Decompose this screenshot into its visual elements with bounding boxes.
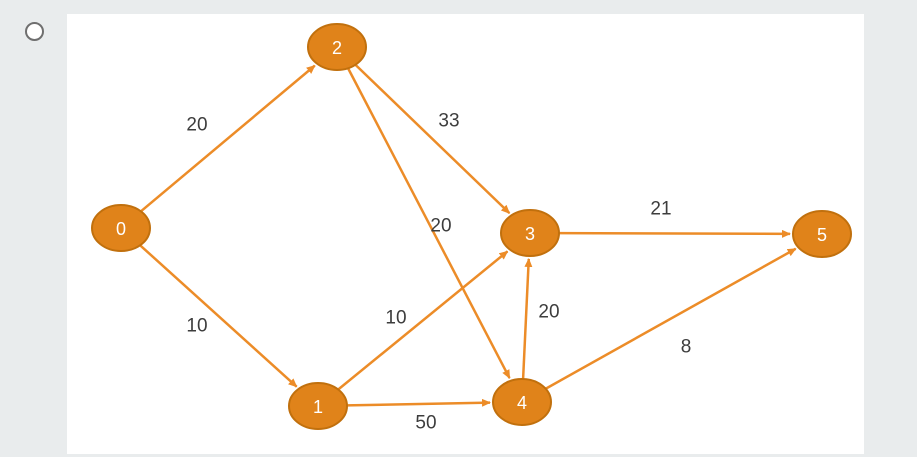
graph-node-0	[91, 204, 151, 252]
edge-weight-label-0-2: 20	[186, 115, 207, 136]
graph-node-label-0: 0	[116, 219, 126, 239]
graph-edge-4-3	[521, 257, 533, 380]
graph-node-4	[492, 378, 552, 426]
edge-weight-label-4-5: 8	[681, 337, 692, 358]
graph-node-label-2: 2	[332, 38, 342, 58]
graph-edge-1-4	[346, 398, 492, 407]
edge-weight-label-0-1: 10	[186, 316, 207, 337]
answer-radio-button[interactable]	[25, 22, 44, 41]
edge-weight-label-3-5: 21	[650, 199, 671, 220]
edge-weight-label-1-3: 10	[385, 308, 406, 329]
graph-edge-2-4	[346, 67, 511, 379]
graph-node-1	[288, 382, 348, 430]
graph-edge-0-1	[139, 244, 298, 388]
graph-edge-3-5	[558, 229, 792, 238]
graph-node-label-3: 3	[525, 224, 535, 244]
graph-edge-4-5	[545, 247, 797, 390]
graph-node-5	[792, 210, 852, 258]
graph-edge-1-3	[337, 250, 509, 391]
graph-node-label-4: 4	[517, 393, 527, 413]
graph-node-label-5: 5	[817, 225, 827, 245]
graph-node-3	[500, 209, 560, 257]
graph-edge-0-2	[140, 64, 316, 213]
graph-node-label-1: 1	[313, 397, 323, 417]
graph-node-2	[307, 23, 367, 71]
edge-weight-label-2-4: 20	[430, 216, 451, 237]
graph-edge-2-3	[354, 63, 511, 215]
edge-weight-label-2-3: 33	[438, 111, 459, 132]
edge-weight-label-4-3: 20	[538, 302, 559, 323]
edge-weight-label-1-4: 50	[415, 413, 436, 434]
